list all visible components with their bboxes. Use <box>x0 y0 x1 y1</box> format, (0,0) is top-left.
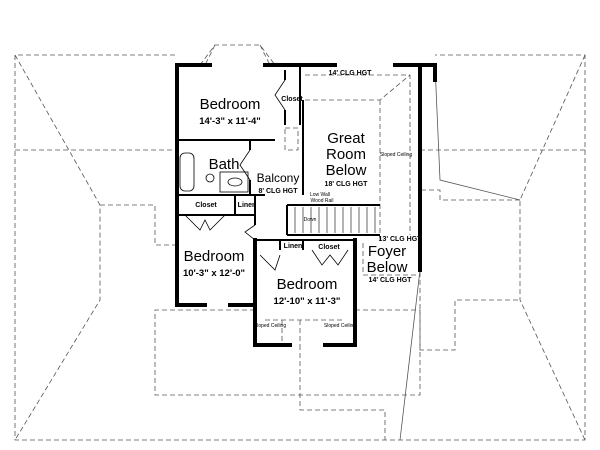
roof-lines <box>399 64 521 441</box>
wood-rail-label: Wood Rail <box>310 198 334 204</box>
walls <box>175 63 437 347</box>
linen-label: Linen <box>283 243 303 250</box>
sloped-ceiling-label: Sloped Ceiling <box>323 323 357 329</box>
great-room-ceiling: 18' CLG HGT <box>324 181 368 188</box>
bedroom2-size: 10'-3" x 12'-0" <box>182 268 246 279</box>
bedroom2-name: Bedroom <box>183 248 245 265</box>
interior-walls <box>177 65 380 250</box>
sloped-ceiling-label: Sloped Ceiling <box>379 152 413 158</box>
bedroom3-name: Bedroom <box>276 276 338 293</box>
closet-label: Closet <box>318 244 340 251</box>
sloped-ceiling-label: Sloped Ceiling <box>253 323 287 329</box>
clg-14-label: 14' CLG HGT <box>328 70 372 77</box>
foyer-line2: Below <box>366 259 408 276</box>
balcony-name: Balcony <box>256 171 300 185</box>
bedroom1-name: Bedroom <box>199 96 261 113</box>
closet-label: Closet <box>195 202 217 209</box>
great-room-line3: Below <box>325 162 367 179</box>
sink <box>227 177 243 187</box>
bathtub <box>179 152 195 192</box>
toilet <box>205 173 215 183</box>
roof-outline <box>14 44 586 441</box>
linen-label: Linen <box>237 202 257 209</box>
foyer-ceiling: 14' CLG HGT <box>368 277 412 284</box>
doors <box>184 79 349 271</box>
great-room-line1: Great <box>327 130 365 147</box>
stairs[interactable] <box>294 207 376 233</box>
closet-label: Closet <box>281 96 303 103</box>
low-wall-label: Low Wall <box>309 192 331 198</box>
down-label: Down <box>303 217 317 223</box>
balcony-ceiling: 8' CLG HGT <box>258 188 298 195</box>
bath-fixtures <box>179 152 249 193</box>
clg-13-label: 13' CLG HGT <box>378 236 422 243</box>
bedroom3-size: 12'-10" x 11'-3" <box>273 296 341 307</box>
great-room-line2: Room <box>325 146 367 163</box>
bedroom1-size: 14'-3" x 11'-4" <box>199 116 261 127</box>
vanity <box>219 171 249 193</box>
bath-name: Bath <box>208 156 240 173</box>
foyer-line1: Foyer <box>367 243 407 260</box>
